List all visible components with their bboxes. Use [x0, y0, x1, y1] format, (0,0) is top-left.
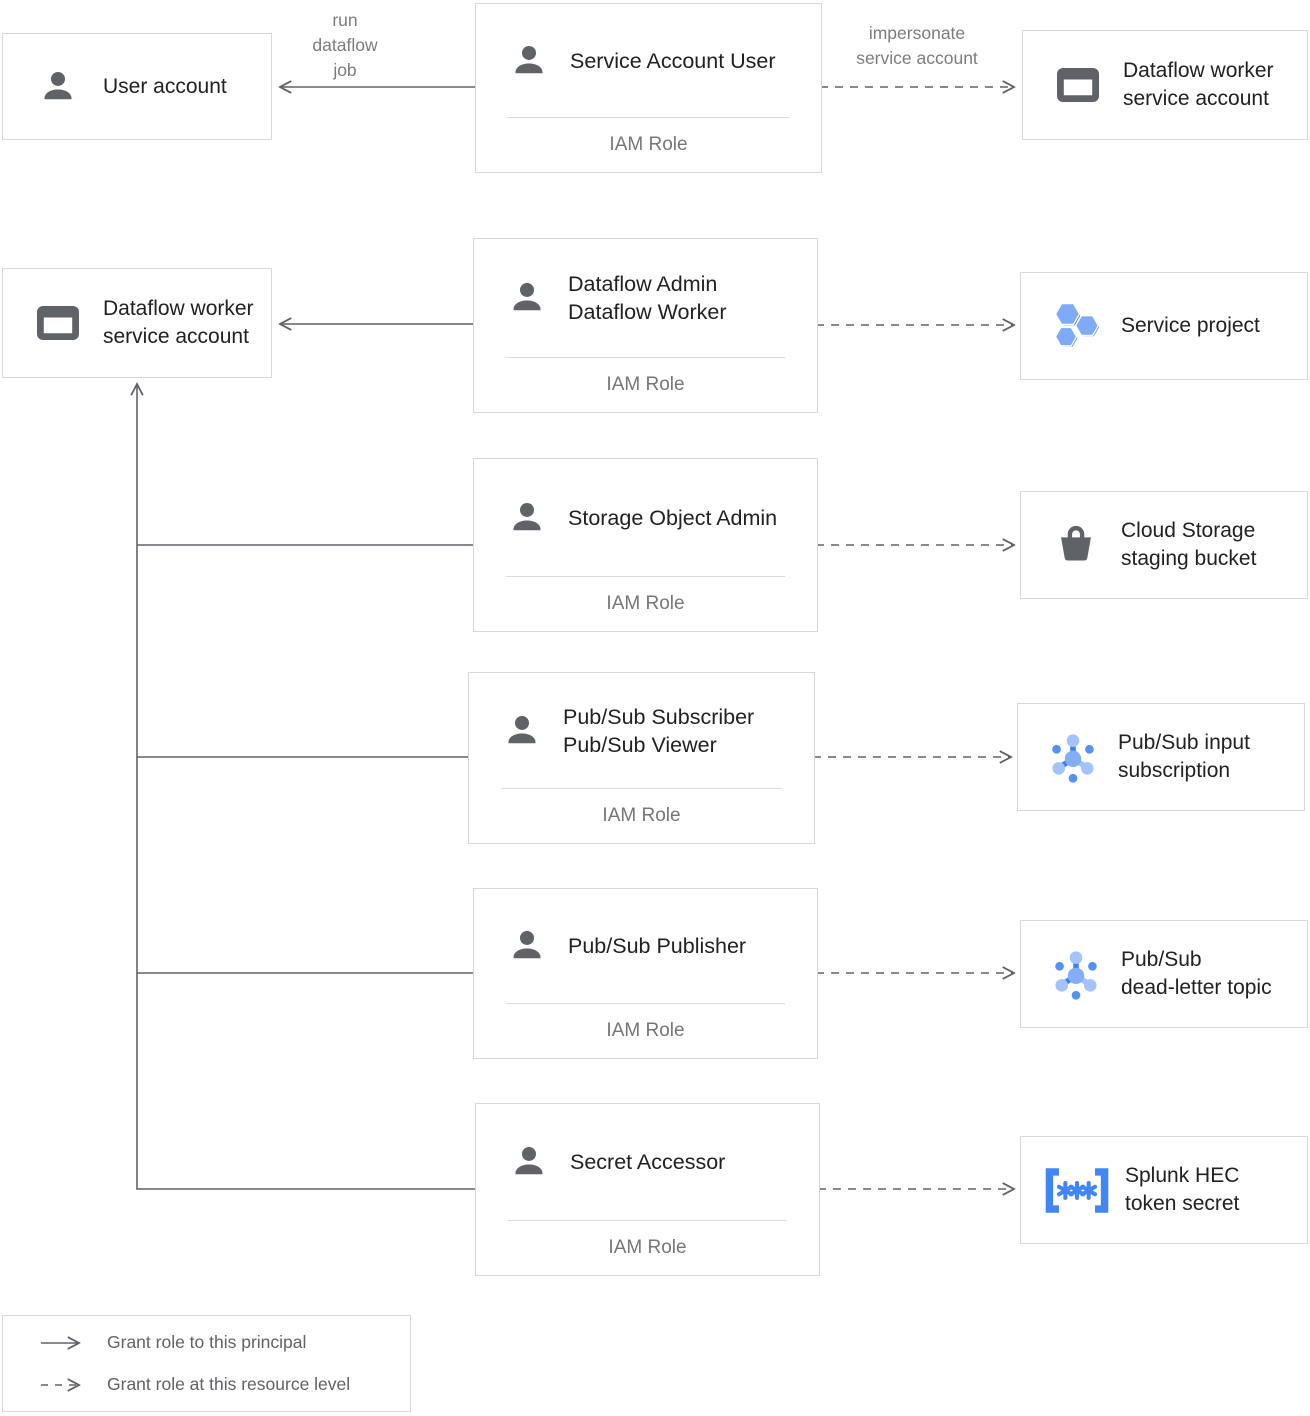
person-icon: [506, 40, 552, 82]
legend: Grant role to this principal Grant role …: [2, 1315, 411, 1412]
node-secret-accessor-role: Secret Accessor IAM Role: [475, 1103, 820, 1276]
edge-label-line: service account: [856, 48, 978, 68]
person-icon: [499, 710, 545, 752]
iam-role-label: IAM Role: [608, 1237, 687, 1258]
iam-role-label: IAM Role: [606, 1020, 685, 1041]
divider: [501, 788, 782, 789]
node-label: User account: [103, 74, 227, 98]
node-label: Dataflow worker: [1123, 59, 1274, 82]
iam-role-label: IAM Role: [606, 374, 685, 395]
divider: [508, 117, 789, 118]
role-title: Storage Object Admin: [568, 505, 778, 530]
edge-label-run-dataflow-job: run dataflow job: [295, 8, 395, 83]
person-icon: [506, 1141, 552, 1183]
person-icon: [504, 925, 550, 967]
person-icon: [504, 497, 550, 539]
legend-label: Grant role to this principal: [107, 1332, 307, 1352]
node-label: Pub/Sub input: [1118, 731, 1250, 754]
node-label: Pub/Sub: [1121, 948, 1202, 971]
node-label: service account: [103, 325, 249, 348]
service-account-icon: [1049, 68, 1107, 102]
legend-dashed-arrow-icon: [41, 1377, 89, 1393]
legend-row-solid: Grant role to this principal: [3, 1327, 410, 1359]
node-user-account: User account: [2, 33, 272, 140]
role-title: Dataflow Worker: [568, 300, 727, 324]
edge-label-line: dataflow: [312, 35, 378, 55]
node-label: Cloud Storage: [1121, 519, 1256, 542]
node-dataflow-worker-service-account-top: Dataflow worker service account: [1022, 30, 1308, 140]
node-dataflow-roles: Dataflow Admin Dataflow Worker IAM Role: [473, 238, 818, 413]
node-splunk-hec-token-secret: Splunk HEC token secret: [1020, 1136, 1308, 1244]
edge-label-line: job: [333, 60, 357, 80]
iam-role-label: IAM Role: [602, 805, 681, 826]
node-label: dead-letter topic: [1121, 976, 1272, 999]
node-service-account-user-role: Service Account User IAM Role: [475, 3, 822, 173]
role-title: Pub/Sub Viewer: [563, 732, 717, 757]
pubsub-icon: [1044, 728, 1102, 786]
node-label: subscription: [1118, 759, 1231, 782]
project-hexagons-icon: [1047, 301, 1105, 351]
node-label: Service project: [1121, 314, 1260, 337]
node-label: Dataflow worker: [103, 297, 254, 320]
divider: [508, 1220, 787, 1221]
service-account-icon: [29, 306, 87, 340]
edge-label-impersonate-service-account: impersonate service account: [822, 21, 1012, 71]
role-title: Dataflow Admin: [568, 272, 718, 296]
node-label: Splunk HEC: [1125, 1164, 1240, 1187]
person-icon: [29, 66, 87, 108]
role-title: Pub/Sub Publisher: [568, 934, 747, 958]
role-title: Secret Accessor: [570, 1150, 726, 1174]
legend-solid-arrow-icon: [41, 1335, 89, 1351]
node-pubsub-input-subscription: Pub/Sub input subscription: [1017, 703, 1305, 811]
edge-label-line: run: [332, 10, 358, 30]
storage-bucket-icon: [1047, 522, 1105, 568]
node-storage-object-admin-role: Storage Object Admin IAM Role: [473, 458, 818, 632]
pubsub-icon: [1047, 945, 1105, 1003]
legend-row-dashed: Grant role at this resource level: [3, 1369, 410, 1401]
divider: [506, 357, 785, 358]
node-pubsub-dead-letter-topic: Pub/Sub dead-letter topic: [1020, 920, 1308, 1028]
divider: [506, 1003, 785, 1004]
node-pubsub-publisher-role: Pub/Sub Publisher IAM Role: [473, 888, 818, 1059]
node-label: staging bucket: [1121, 547, 1257, 570]
node-dataflow-worker-service-account-left: Dataflow worker service account: [2, 268, 272, 378]
node-cloud-storage-staging-bucket: Cloud Storage staging bucket: [1020, 491, 1308, 599]
node-service-project: Service project: [1020, 272, 1308, 380]
role-title: Pub/Sub Subscriber: [563, 704, 755, 729]
person-icon: [504, 277, 550, 319]
edge-label-line: impersonate: [868, 23, 966, 43]
iam-role-label: IAM Role: [606, 593, 685, 614]
secret-icon: [1041, 1167, 1113, 1213]
iam-role-label: IAM Role: [609, 134, 688, 155]
divider: [506, 576, 785, 577]
node-label: service account: [1123, 87, 1269, 110]
legend-label: Grant role at this resource level: [107, 1374, 351, 1394]
node-label: token secret: [1125, 1192, 1240, 1215]
role-title: Service Account User: [570, 48, 776, 73]
node-pubsub-subscriber-role: Pub/Sub Subscriber Pub/Sub Viewer IAM Ro…: [468, 672, 815, 844]
